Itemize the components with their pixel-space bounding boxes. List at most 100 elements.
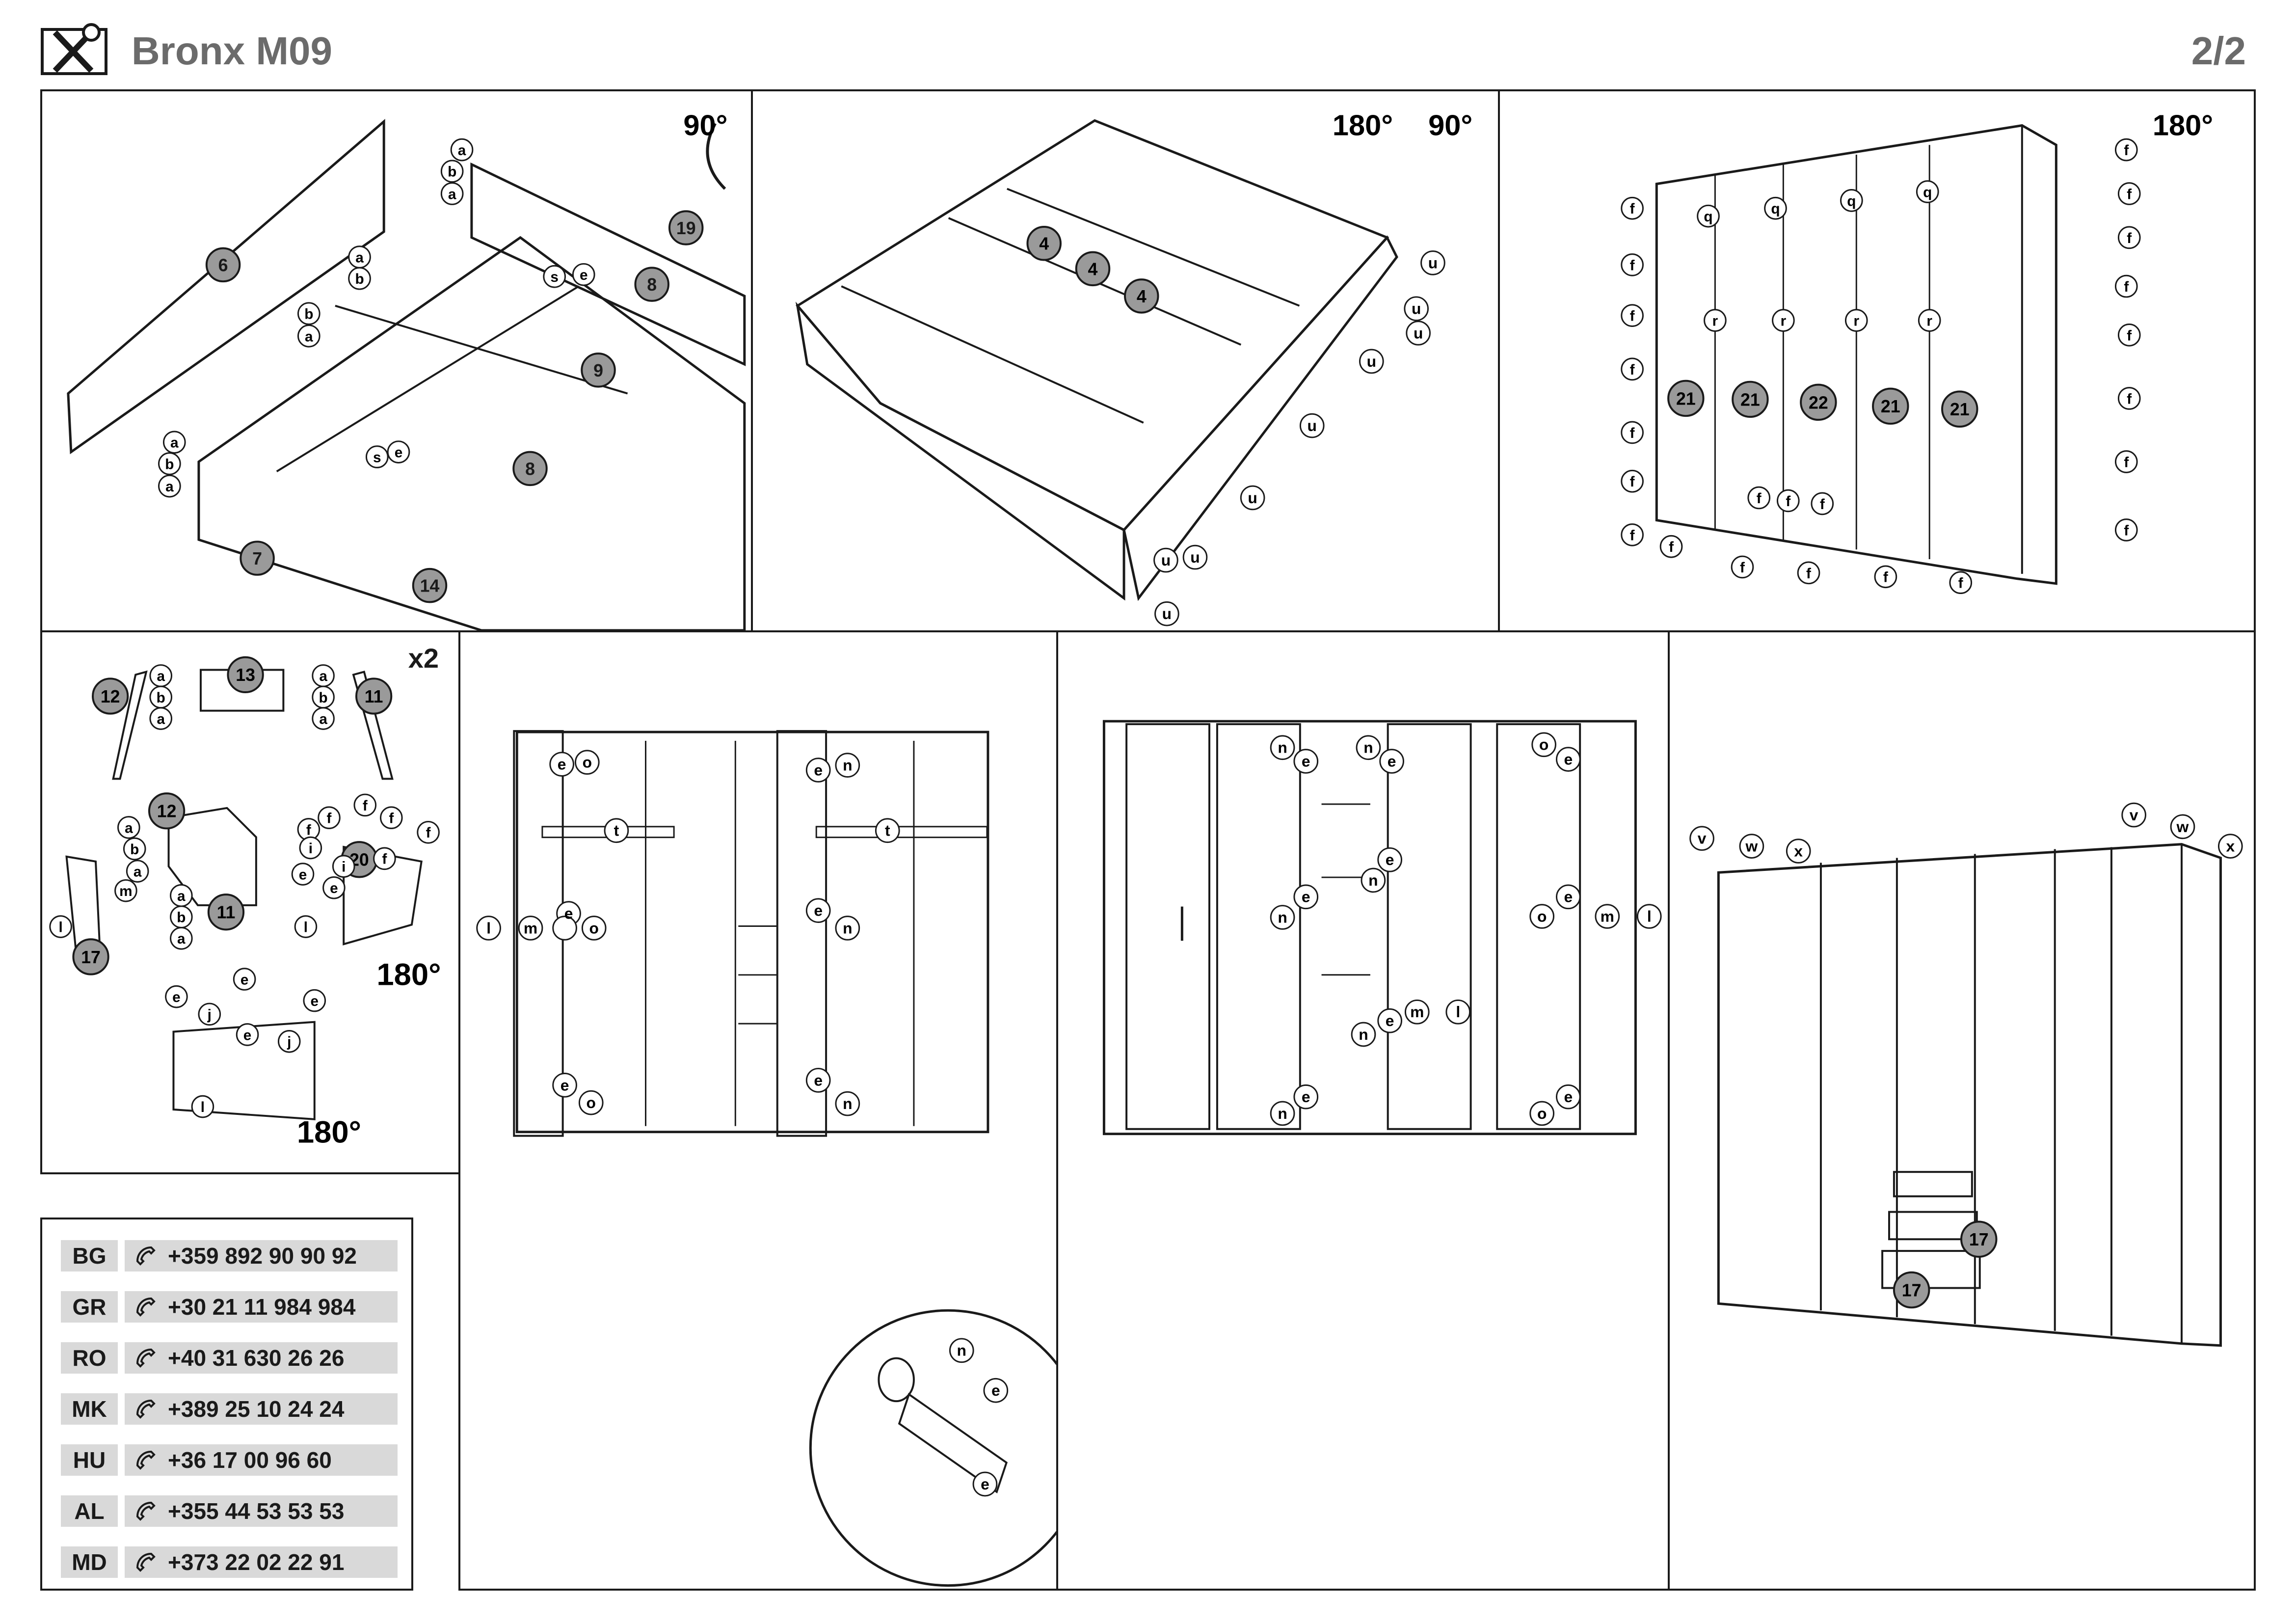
svg-text:t: t: [885, 822, 890, 839]
svg-text:u: u: [1161, 551, 1171, 569]
svg-text:b: b: [304, 306, 313, 323]
svg-text:n: n: [1359, 1026, 1368, 1043]
svg-text:b: b: [130, 841, 139, 858]
svg-text:b: b: [319, 690, 328, 706]
svg-text:e: e: [1388, 753, 1396, 770]
svg-text:o: o: [1537, 907, 1547, 925]
svg-text:w: w: [1745, 838, 1758, 855]
svg-text:m: m: [1410, 1003, 1424, 1021]
callout-8a: 8: [647, 275, 657, 295]
country-code: HU: [61, 1444, 118, 1476]
svg-text:e: e: [395, 445, 403, 461]
callout-8b: 8: [525, 459, 535, 479]
svg-text:q: q: [1923, 184, 1932, 200]
svg-text:a: a: [133, 864, 142, 880]
svg-text:l: l: [1456, 1003, 1460, 1021]
step-2-drawing: 4 4 4 u u u u u u u u u 180° 90°: [795, 108, 1472, 626]
svg-text:u: u: [1414, 324, 1423, 342]
svg-text:e: e: [1386, 1012, 1394, 1029]
step-6-drawing: n e n e o e e n n e o e m l n e m l n e …: [1102, 720, 1662, 1136]
phone-number: +355 44 53 53 53: [125, 1495, 398, 1527]
svg-text:f: f: [2127, 186, 2132, 202]
callout-6: 6: [218, 255, 228, 275]
svg-text:f: f: [1786, 493, 1790, 510]
svg-text:l: l: [304, 919, 308, 935]
svg-text:l: l: [59, 919, 63, 935]
rotation-180a: 180°: [376, 957, 441, 992]
svg-text:a: a: [177, 888, 186, 904]
country-code: GR: [61, 1291, 118, 1323]
svg-text:a: a: [458, 142, 466, 159]
callout-11: 11: [365, 687, 383, 706]
svg-text:f: f: [1630, 527, 1635, 543]
svg-text:f: f: [2127, 391, 2132, 407]
contact-row-hu: HU +36 17 00 96 60: [61, 1444, 398, 1476]
callout-14: 14: [420, 576, 440, 596]
svg-text:f: f: [2127, 230, 2132, 246]
svg-text:n: n: [1368, 871, 1378, 889]
svg-text:b: b: [448, 164, 456, 180]
svg-text:f: f: [363, 798, 368, 814]
svg-text:f: f: [1820, 496, 1825, 513]
callout-17b: 17: [1902, 1280, 1922, 1300]
svg-text:l: l: [1647, 907, 1652, 925]
callout-9: 9: [593, 361, 603, 380]
phone-icon: [136, 1450, 156, 1470]
country-code: MD: [61, 1546, 118, 1578]
svg-text:a: a: [177, 931, 186, 947]
step-1-panel: 6 7 8 8 9 14 19 a b a a b b a a b a s e: [40, 89, 753, 632]
callout-21b: 21: [1740, 390, 1760, 409]
svg-text:f: f: [1630, 257, 1635, 273]
callout-17: 17: [81, 947, 101, 967]
svg-text:n: n: [957, 1342, 966, 1359]
svg-text:m: m: [1601, 907, 1614, 925]
svg-text:u: u: [1308, 417, 1317, 434]
country-code: RO: [61, 1342, 118, 1374]
svg-text:a: a: [319, 668, 327, 684]
phone-number: +373 22 02 22 91: [125, 1546, 398, 1578]
svg-text:e: e: [1564, 1088, 1573, 1106]
contact-row-bg: BG +359 892 90 90 92: [61, 1240, 398, 1272]
svg-text:e: e: [1302, 888, 1310, 906]
svg-text:b: b: [355, 271, 364, 287]
svg-text:v: v: [1698, 830, 1707, 847]
svg-text:j: j: [207, 1007, 212, 1023]
svg-text:f: f: [1630, 308, 1635, 325]
svg-text:e: e: [981, 1475, 989, 1493]
svg-text:n: n: [843, 919, 852, 937]
rotation-90: 90°: [1428, 108, 1472, 141]
svg-text:e: e: [814, 761, 823, 779]
svg-text:u: u: [1367, 352, 1376, 370]
rotation-180: 180°: [1333, 108, 1393, 141]
svg-text:f: f: [2124, 279, 2129, 295]
svg-text:r: r: [1854, 313, 1860, 329]
svg-text:q: q: [1847, 193, 1856, 209]
svg-text:e: e: [299, 866, 307, 883]
svg-text:f: f: [306, 822, 311, 838]
svg-text:u: u: [1162, 605, 1172, 623]
svg-text:q: q: [1771, 201, 1780, 217]
svg-text:f: f: [1958, 575, 1963, 592]
svg-text:a: a: [305, 328, 313, 345]
contact-row-md: MD +373 22 02 22 91: [61, 1546, 398, 1578]
callout-19: 19: [676, 218, 696, 238]
page-number: 2/2: [2191, 29, 2246, 73]
svg-text:e: e: [558, 756, 566, 773]
svg-text:o: o: [583, 754, 592, 771]
svg-text:f: f: [1757, 490, 1762, 507]
svg-text:e: e: [1564, 888, 1573, 906]
svg-text:e: e: [814, 902, 823, 920]
svg-text:m: m: [119, 883, 132, 899]
phone-number: +40 31 630 26 26: [125, 1342, 398, 1374]
svg-text:q: q: [1704, 209, 1712, 225]
svg-text:f: f: [2124, 522, 2129, 539]
contact-row-mk: MK +389 25 10 24 24: [61, 1393, 398, 1425]
svg-text:e: e: [240, 972, 249, 988]
svg-text:n: n: [843, 1095, 852, 1112]
svg-text:o: o: [1537, 1105, 1547, 1122]
svg-text:a: a: [319, 711, 327, 727]
contact-row-al: AL +355 44 53 53 53: [61, 1495, 398, 1527]
svg-text:n: n: [843, 757, 852, 774]
callout-4c: 4: [1137, 287, 1147, 306]
step-4-panel: x2 12 13 11 12 11 17 20: [40, 630, 460, 1174]
